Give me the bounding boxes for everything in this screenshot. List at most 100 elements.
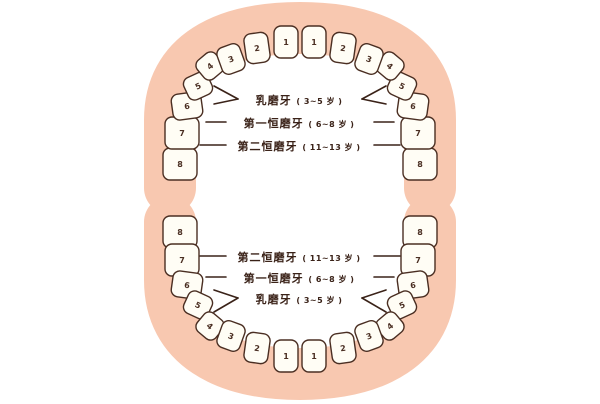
lower-tooth-left-5: 5 [182,290,214,320]
lower-tooth-left-1-number: 1 [283,352,289,361]
upper-tooth-right-3-crown [354,43,384,75]
upper-tooth-left-4-number: 4 [205,61,215,72]
upper-line-primary-left-b [213,98,239,105]
upper-tooth-right-4-number: 4 [385,61,395,72]
lower-gum [144,196,456,401]
lower-tooth-left-3-crown [216,320,246,352]
upper-tooth-right-7-number: 7 [415,129,421,138]
upper-tooth-right-2-crown [329,31,357,65]
upper-tooth-right-6-number: 6 [410,102,417,112]
upper-tooth-left-1-number: 1 [283,38,289,47]
lower-tooth-left-3: 3 [216,320,246,352]
upper-line-primary-left-a [213,85,239,100]
lower-label-second-molars-name: 第二恒磨牙 [237,251,298,264]
upper-label-second-molars: 第二恒磨牙 ( 11~13 岁 ) [238,138,361,154]
upper-gum [144,1,456,214]
upper-tooth-left-1-crown [273,25,299,59]
lower-tooth-right-2-crown [329,331,357,365]
upper-tooth-left-6-number: 6 [184,102,191,112]
upper-tooth-left-5-number: 5 [194,81,203,92]
upper-tooth-left-8: 8 [162,147,198,181]
upper-tooth-right-3: 3 [354,43,384,75]
upper-tooth-right-3-number: 3 [365,54,373,64]
lower-label-first-molars: 第一恒磨牙 ( 6~8 岁 ) [244,270,355,286]
lower-line-primary-left-b [213,297,239,313]
upper-tooth-left-3-number: 3 [227,54,235,64]
upper-line-primary-right-b [361,98,387,105]
upper-line-primary-right-a [361,85,387,100]
upper-tooth-left-7-number: 7 [179,129,185,138]
lower-tooth-right-7-number: 7 [415,256,421,265]
lower-tooth-right-1: 1 [301,339,327,373]
lower-tooth-right-5-crown [386,290,418,320]
lower-tooth-left-5-crown [182,290,214,320]
lower-tooth-left-7-number: 7 [179,256,185,265]
upper-tooth-left-2-crown [243,31,271,65]
lower-tooth-right-5: 5 [386,290,418,320]
lower-tooth-left-1: 1 [273,339,299,373]
lower-tooth-right-8: 8 [402,215,438,249]
lower-tooth-right-3-crown [354,320,384,352]
lower-tooth-right-3-number: 3 [365,331,373,341]
lower-label-first-molars-name: 第一恒磨牙 [243,272,304,285]
upper-tooth-left-8-number: 8 [177,160,183,169]
lower-tooth-left-6-number: 6 [184,281,191,291]
lower-label-primary-molars-age: ( 3~5 岁 ) [296,296,343,305]
lower-tooth-right-5-number: 5 [398,300,407,311]
upper-tooth-left-3-crown [216,43,246,75]
lower-tooth-left-5-number: 5 [193,300,202,311]
lower-tooth-right-3: 3 [354,320,384,352]
upper-label-first-molars-age: ( 6~8 岁 ) [308,120,355,129]
lower-label-first-molars-age: ( 6~8 岁 ) [308,275,355,284]
upper-label-first-molars: 第一恒磨牙 ( 6~8 岁 ) [244,115,355,131]
upper-label-primary-molars: 乳磨牙 ( 3~5 岁 ) [256,92,343,108]
lower-tooth-left-2-number: 2 [254,344,261,354]
lower-line-primary-right-a [361,289,387,299]
lower-tooth-left-2-crown [243,331,271,365]
upper-tooth-right-7: 7 [400,116,436,150]
lower-tooth-right-6-number: 6 [410,281,417,291]
upper-tooth-right-1-number: 1 [311,38,317,47]
lower-tooth-right-2: 2 [329,331,357,365]
upper-tooth-left-2: 2 [243,31,271,65]
lower-tooth-left-8: 8 [162,215,198,249]
upper-tooth-right-1-crown [301,25,327,59]
upper-tooth-right-2-number: 2 [340,44,347,54]
lower-tooth-right-2-number: 2 [340,344,347,354]
lower-line-primary-left-a [213,289,239,299]
lower-line-primary-right-b [361,297,387,313]
lower-tooth-left-1-crown [273,339,299,373]
lower-tooth-right-8-number: 8 [417,228,423,237]
upper-label-first-molars-name: 第一恒磨牙 [243,117,304,130]
upper-tooth-left-7: 7 [164,116,200,150]
upper-tooth-left-2-number: 2 [254,44,261,54]
upper-tooth-right-1: 1 [301,25,327,59]
pointer-lines-layer [199,85,401,313]
gums-layer [144,1,456,401]
upper-tooth-right-8: 8 [402,147,438,181]
upper-tooth-left-1: 1 [273,25,299,59]
lower-tooth-right-4-number: 4 [385,321,395,332]
upper-tooth-left-4: 4 [195,51,225,81]
lower-tooth-left-2: 2 [243,331,271,365]
lower-label-second-molars-age: ( 11~13 岁 ) [302,254,361,263]
upper-label-second-molars-name: 第二恒磨牙 [237,140,298,153]
upper-label-primary-molars-name: 乳磨牙 [255,94,292,107]
upper-label-primary-molars-age: ( 3~5 岁 ) [296,97,343,106]
upper-tooth-right-2: 2 [329,31,357,65]
upper-tooth-left-3: 3 [216,43,246,75]
lower-tooth-left-4-number: 4 [205,321,215,332]
lower-tooth-right-1-number: 1 [311,352,317,361]
lower-tooth-right-1-crown [301,339,327,373]
upper-tooth-right-8-number: 8 [417,160,423,169]
lower-label-second-molars: 第二恒磨牙 ( 11~13 岁 ) [238,249,361,265]
upper-tooth-right-5-number: 5 [397,81,406,92]
upper-label-second-molars-age: ( 11~13 岁 ) [302,143,361,152]
lower-label-primary-molars: 乳磨牙 ( 3~5 岁 ) [256,291,343,307]
lower-label-primary-molars-name: 乳磨牙 [255,293,292,306]
lower-tooth-left-8-number: 8 [177,228,183,237]
lower-tooth-left-3-number: 3 [227,331,235,341]
